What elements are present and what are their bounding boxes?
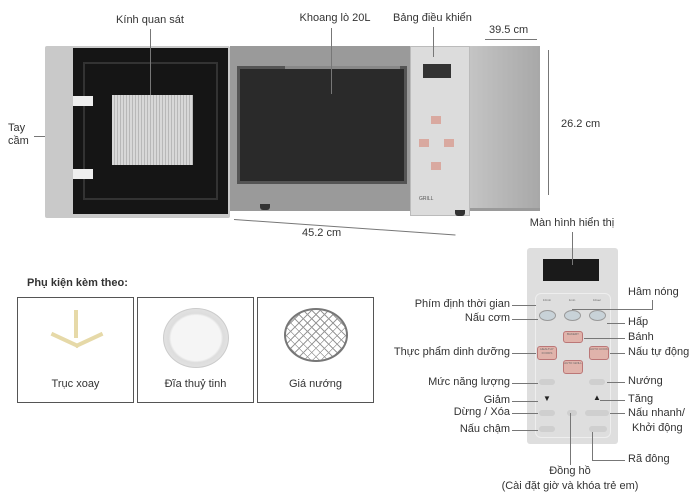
accessories-title: Phụ kiện kèm theo: [27,277,128,289]
label-quick-start: Nấu nhanh/Khởi động [628,407,685,434]
height-arrow [548,50,549,195]
oven-cavity [237,66,407,184]
door-latch-bottom [73,169,93,179]
label-clock-note: (Cài đặt giờ và khóa trẻ em) [501,480,639,492]
viewing-window-mesh [112,95,193,165]
width-arrow [233,219,456,236]
clock-button[interactable] [567,410,577,416]
label-defrost: Rã đông [628,453,670,465]
auto-cook-button[interactable]: AUTO COOK [589,346,609,360]
increase-icon[interactable]: ▲ [593,393,601,402]
label-stop-clear: Dừng / Xóa [453,406,510,418]
rice-button[interactable] [539,310,556,321]
accessory-label: Đĩa thuỷ tinh [164,378,227,390]
brand-mark: GRILL [419,196,434,202]
healthy-foods-button[interactable]: HEALTHY FOODS [537,346,557,360]
accessory-glass-plate: Đĩa thuỷ tinh [137,297,254,403]
power-level-button[interactable] [539,379,555,385]
slow-cook-button[interactable] [539,426,555,432]
accessory-grill-rack: Giá nướng [257,297,374,403]
turntable-support-image [46,310,106,360]
reheat-button[interactable] [564,310,581,321]
steam-button[interactable] [589,310,606,321]
label-bake: Bánh [628,331,654,343]
label-display: Màn hình hiển thị [529,217,615,229]
accessory-label: Giá nướng [288,378,343,390]
decrease-icon[interactable]: ▼ [543,394,551,403]
microwave-image: GRILL [45,44,540,219]
label-viewing-window: Kính quan sát [116,14,184,26]
control-panel-detail: 10min 1min 10sec BAKERY HEALTHY FOODS AU… [527,248,618,444]
grill-rack-image [284,308,348,362]
depth-arrow [485,39,537,40]
grill-button[interactable] [589,379,605,385]
defrost-button[interactable] [589,426,607,432]
label-control-panel: Bảng điều khiển [393,12,472,24]
display-screen [543,259,599,281]
oven-side [470,46,540,208]
label-timer-keys: Phím định thời gian [414,298,510,310]
label-clock: Đồng hồ [549,465,591,477]
label-width: 45.2 cm [302,227,342,239]
bakery-button[interactable]: BAKERY [563,331,583,343]
accessory-turntable-support: Trục xoay [17,297,134,403]
label-slow-cook: Nấu chậm [459,423,510,435]
label-increase: Tăng [628,393,654,405]
label-grill: Nướng [628,375,663,387]
auto-grill-button[interactable]: AUTO GRILL [563,360,583,374]
label-reheat: Hâm nóng [628,286,679,298]
quick-start-button[interactable] [585,410,609,416]
label-steam: Hấp [628,316,649,328]
label-cavity: Khoang lò 20L [299,12,371,24]
label-decrease: Giảm [483,394,510,406]
stop-clear-button[interactable] [539,410,555,416]
door-latch-top [73,96,93,106]
label-auto-cook: Nấu tự động [628,346,690,358]
label-depth: 39.5 cm [489,24,529,36]
label-power-level: Mức năng lượng [428,376,510,388]
accessory-label: Trục xoay [51,378,100,390]
glass-plate-image [163,308,229,368]
label-rice: Nấu cơm [464,312,510,324]
label-healthy-food: Thực phẩm dinh dưỡng [393,346,510,358]
label-height: 26.2 cm [561,118,601,130]
